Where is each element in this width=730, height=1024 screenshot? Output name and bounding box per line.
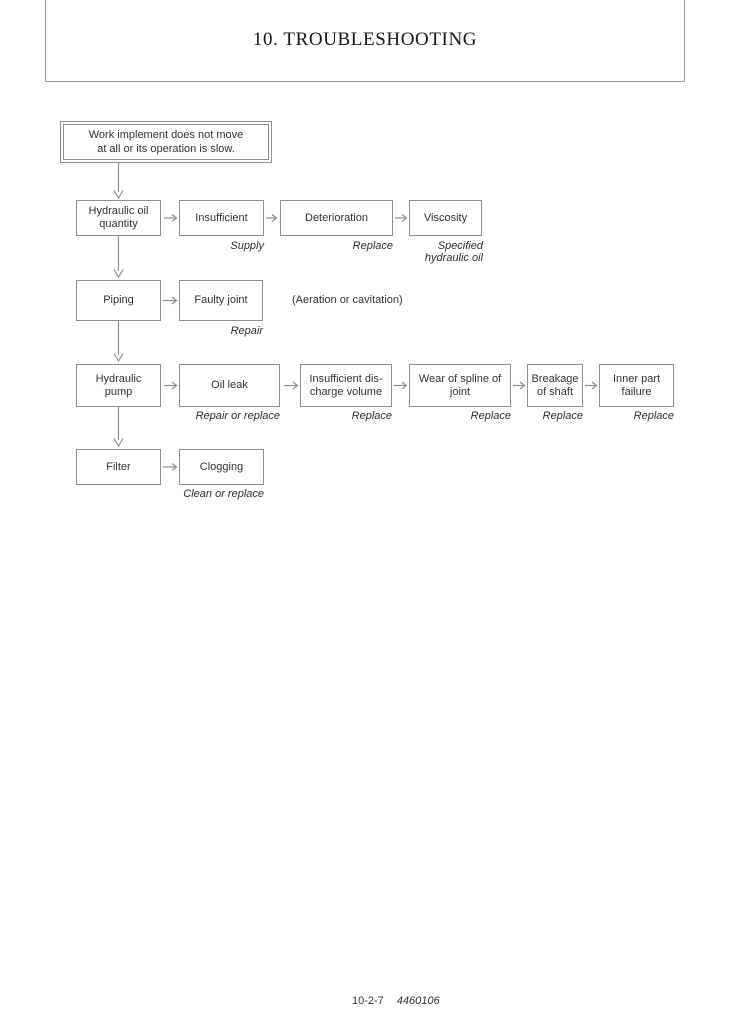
remedy-label-specified-hydraulic-oil: Specified hydraulic oil [424,240,483,264]
header-box: 10. TROUBLESHOOTING [45,0,685,82]
doc-code: 4460106 [396,995,440,1007]
flow-box-wear-of-spline-of-joint: Wear of spline of joint [409,364,511,407]
flow-box-hydraulic-pump: Hydraulic pump [76,364,161,407]
symptom-text: Work implement does not move at all or i… [63,124,269,160]
flow-box-inner-part-failure: Inner part failure [599,364,674,407]
note-aeration-cavitation: (Aeration or cavitation) [292,294,403,306]
remedy-label-clean-or-replace: Clean or replace [183,488,264,500]
flow-box-viscosity: Viscosity [409,200,482,236]
flow-box-filter: Filter [76,449,161,485]
flow-box-insufficient: Insufficient [179,200,264,236]
flow-box-piping: Piping [76,280,161,321]
remedy-label-replace-inner-part: Replace [633,410,674,422]
page-number: 10-2-7 [352,995,384,1007]
flow-box-breakage-of-shaft: Breakage of shaft [527,364,583,407]
flow-box-oil-leak: Oil leak [179,364,280,407]
remedy-label-repair: Repair [230,325,263,337]
remedy-label-repair-or-replace: Repair or replace [195,410,280,422]
remedy-label-replace-deterioration: Replace [352,240,393,252]
page-footer: 10-2-7 4460106 [352,995,440,1007]
remedy-label-supply: Supply [230,240,264,252]
flow-box-insufficient-discharge-volume: Insufficient dis- charge volume [300,364,392,407]
remedy-label-replace-spline: Replace [470,410,511,422]
flow-box-clogging: Clogging [179,449,264,485]
page-title: 10. TROUBLESHOOTING [252,28,478,50]
symptom-box: Work implement does not move at all or i… [60,121,272,163]
flow-box-hydraulic-oil-quantity: Hydraulic oil quantity [76,200,161,236]
flow-box-faulty-joint: Faulty joint [179,280,263,321]
remedy-label-replace-shaft: Replace [542,410,583,422]
flow-box-deterioration: Deterioration [280,200,393,236]
remedy-label-replace-discharge: Replace [351,410,392,422]
